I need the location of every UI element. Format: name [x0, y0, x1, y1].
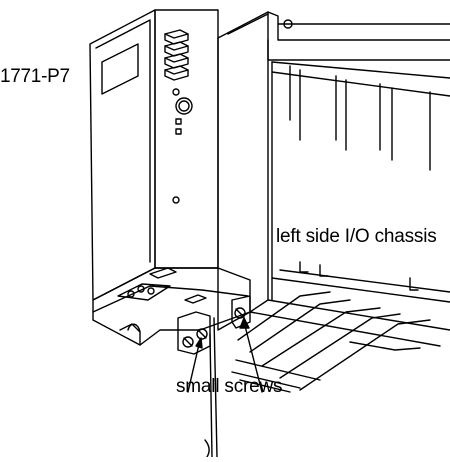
small-screw-lower-icon: [183, 337, 193, 347]
module-label-window: [102, 44, 138, 94]
chassis-label: left side I/O chassis: [276, 226, 437, 247]
leader-lines: [188, 318, 262, 392]
power-supply-module-drawing: [90, 10, 250, 457]
module-label: 1771-P7: [0, 66, 70, 87]
led-indicator-2: [165, 42, 188, 50]
chassis-bottom-front: [268, 300, 450, 330]
led-indicator-3: [165, 54, 188, 62]
chassis-side-wall: [218, 12, 268, 330]
indicator-hole-icon: [173, 89, 179, 95]
small-screw-right-icon: [235, 308, 245, 318]
small-screw-left-icon: [197, 329, 207, 339]
chassis-side-wall-edge: [228, 14, 268, 34]
screws-label: small screws: [176, 376, 283, 397]
leader-right-screw: [244, 322, 262, 392]
io-chassis-drawing: [218, 12, 450, 392]
cable: [210, 334, 212, 457]
rail-screw-icon: [284, 20, 292, 28]
module-base: [93, 268, 250, 345]
test-point-1: [176, 119, 181, 124]
chassis-top-rail: [268, 12, 450, 40]
adjust-knob-icon: [176, 98, 192, 114]
mount-hole-icon: [173, 197, 179, 203]
test-point-2: [176, 129, 181, 134]
led-indicator-1: [165, 30, 188, 38]
base-connector: [118, 284, 170, 300]
screw-boss-left: [178, 312, 210, 354]
led-indicator-4: [165, 66, 188, 74]
leader-left-screw: [188, 340, 200, 392]
module-side-face: [90, 10, 155, 300]
